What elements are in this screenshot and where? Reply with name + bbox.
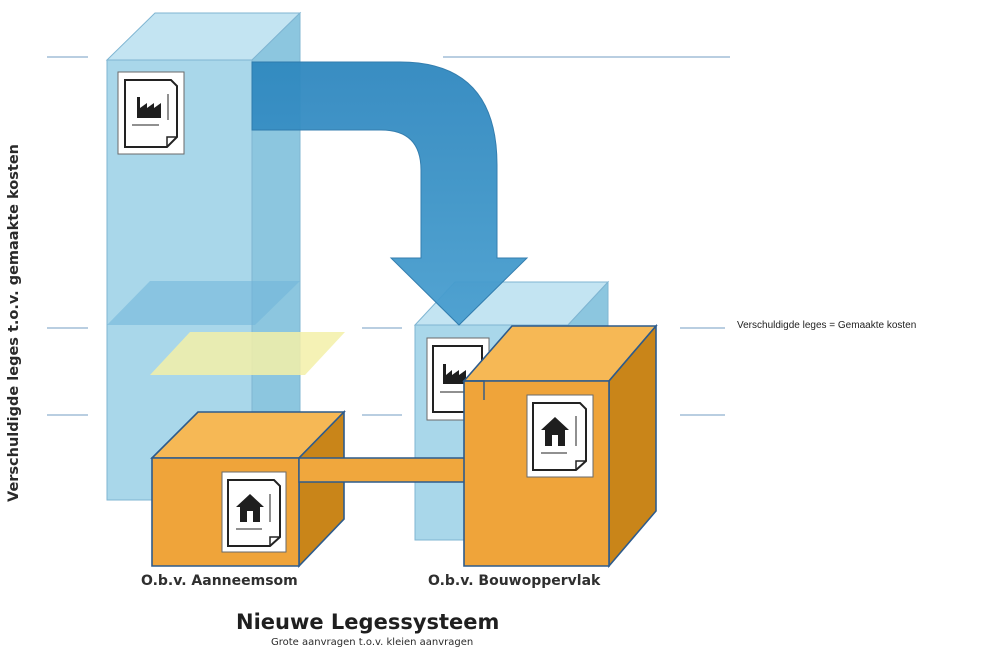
- diagram-title: Nieuwe Legessysteem: [236, 610, 500, 634]
- y-axis-label: Verschuldigde leges t.o.v. gemaakte kost…: [6, 144, 22, 502]
- house-document-icon: [221, 471, 287, 553]
- category-label-aanneemsom: O.b.v. Aanneemsom: [141, 573, 298, 589]
- house-document-icon: [526, 394, 594, 478]
- guide-lines: [47, 56, 730, 416]
- blue-cost-plane: [107, 281, 300, 325]
- category-label-bouwoppervlak: O.b.v. Bouwoppervlak: [428, 573, 601, 589]
- equality-note: Verschuldigde leges = Gemaakte kosten: [737, 320, 917, 331]
- blue-block-left: [105, 11, 302, 502]
- yellow-cost-plane: [150, 332, 345, 375]
- transfer-arrow-blue: [251, 61, 529, 326]
- diagram-subtitle: Grote aanvragen t.o.v. kleien aanvragen: [271, 637, 474, 648]
- factory-document-icon: [117, 71, 185, 155]
